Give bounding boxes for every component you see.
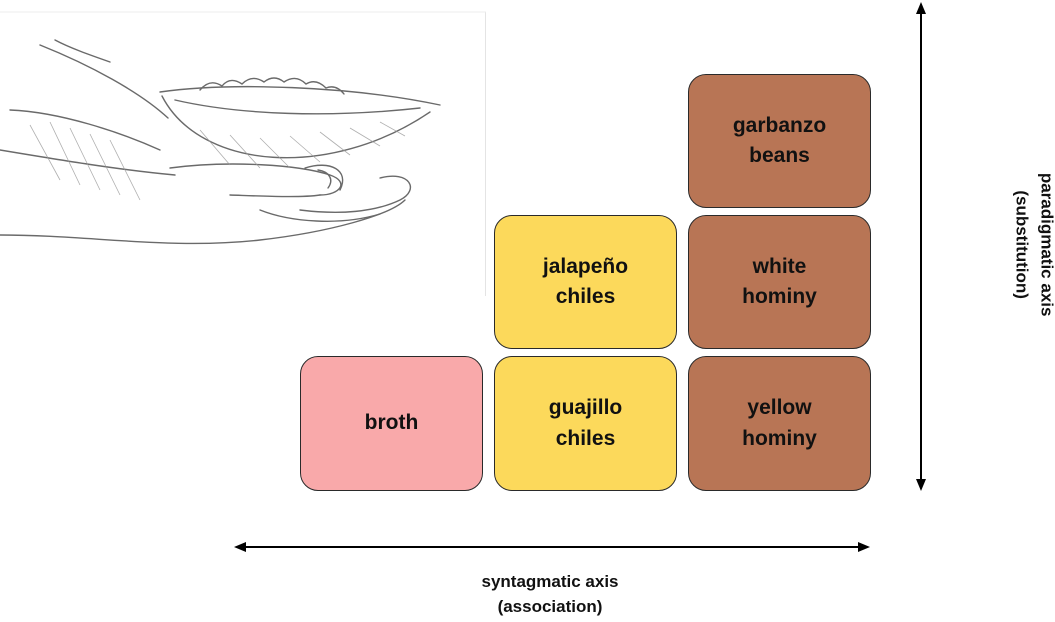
paradigmatic-axis-arrow: [916, 2, 926, 491]
syntagmatic-axis-arrow: [234, 542, 870, 552]
paradigmatic-axis-subtitle: (substitution): [1009, 125, 1034, 365]
syntagmatic-axis-subtitle: (association): [420, 595, 680, 620]
syntagmatic-axis-label: syntagmatic axis (association): [420, 570, 680, 619]
paradigmatic-axis-label: paradigmatic axis (substitution): [1009, 125, 1055, 365]
syntagmatic-axis-title: syntagmatic axis: [420, 570, 680, 595]
paradigmatic-axis-title: paradigmatic axis: [1034, 125, 1055, 365]
